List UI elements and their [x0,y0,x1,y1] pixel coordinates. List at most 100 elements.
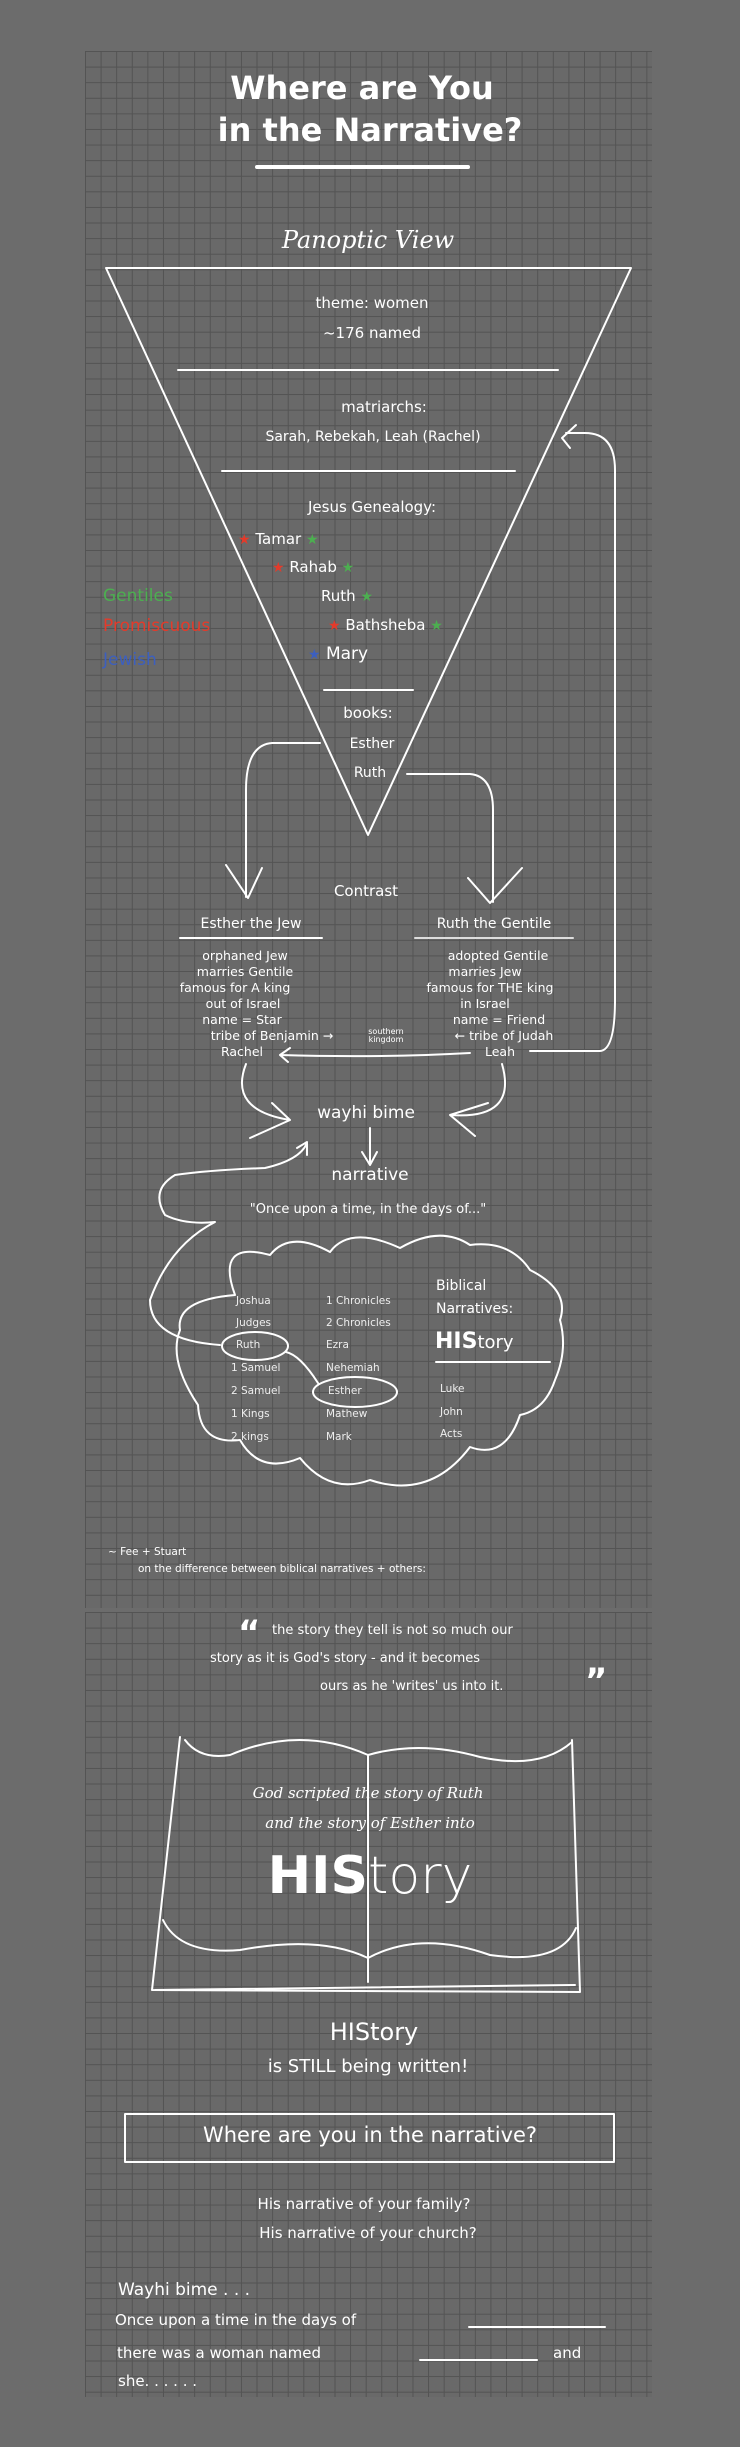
legend-gentiles: Gentiles [103,586,173,606]
ruth-line: marries Jew [448,964,522,979]
genealogy-item-tamar: ★ Tamar ★ [238,532,319,548]
theme-text: theme: women [315,294,429,312]
genealogy-name: Mary [325,644,369,664]
history-bold: HIS [267,1846,368,1906]
books-label: books: [343,704,393,722]
open-quote-mark: “ [238,1613,261,1653]
green-star-icon: ★ [430,618,443,634]
history-rest: tory [367,1846,473,1906]
cloud-book: Esther [328,1385,362,1397]
red-star-icon: ★ [238,532,251,548]
cloud-book: Mathew [326,1408,368,1420]
question-family: His narrative of your family? [257,2195,471,2213]
arrow-wayhi-to-narrative [361,1127,378,1166]
legend-promiscuous: Promiscuous [103,616,211,636]
wayhi-bime: wayhi bime [317,1103,415,1123]
green-star-icon: ★ [305,532,319,548]
narrative-label: narrative [331,1165,409,1185]
title-line-2: in the Narrative? [217,111,523,149]
ruth-circle [221,1331,289,1361]
ruth-title: Ruth the Gentile [436,916,552,932]
cloud-book: 2 Samuel [231,1385,281,1397]
esther-line: marries Gentile [196,964,294,979]
esther-line: tribe of Benjamin → [210,1028,334,1043]
matriarchs-list: Sarah, Rebekah, Leah (Rachel) [265,429,481,445]
cloud-heading: Biblical [436,1278,487,1294]
ruth-line: famous for THE king [426,980,554,995]
ruth-line: in Israel [460,996,510,1011]
matriarchs-label: matriarchs: [341,398,427,416]
book-text-line: God scripted the story of Ruth [252,1784,484,1802]
prompt-line: Once upon a time in the days of [115,2311,357,2329]
title-line-1: Where are You [230,69,494,107]
still-history: HIStory [329,2018,419,2046]
question-box-border [124,2113,615,2163]
ruth-line: ← tribe of Judah [454,1028,554,1043]
grid-paper-panel-top [85,51,652,1608]
cloud-book: Acts [440,1428,463,1440]
history-rest: tory [477,1332,514,1353]
esther-line: Rachel [220,1044,264,1059]
ruth-line: Leah [484,1044,516,1059]
still-written: is STILL being written! [267,2056,469,2077]
cloud-book: 1 Samuel [231,1362,281,1374]
esther-line: name = Star [202,1012,282,1027]
quote-line: ours as he 'writes' us into it. [320,1679,504,1694]
prompt-line: Wayhi bime . . . [118,2280,251,2300]
book-text-line: and the story of Esther into [265,1814,475,1832]
note-line: kingdom [368,1035,404,1045]
panoptic-heading: Panoptic View [281,226,455,254]
once-upon-quote: "Once upon a time, in the days of..." [249,1202,487,1217]
panoptic-funnel [105,267,632,836]
question-box: Where are you in the narrative? [202,2123,538,2147]
cloud-book: Judges [236,1317,272,1329]
contrast-heading: Contrast [333,882,399,900]
esther-line: out of Israel [205,996,281,1011]
esther-title: Esther the Jew [200,916,302,932]
genealogy-item-mary: ★ Mary [308,646,368,663]
esther-circle [312,1376,398,1408]
southern-kingdom-note: southern kingdom [368,1027,404,1045]
cloud-book: John [440,1406,463,1418]
quote-line: story as it is God's story - and it beco… [210,1651,481,1666]
arrow-leah-to-rachel [279,1047,471,1063]
genealogy-name: Rahab [289,558,337,576]
genealogy-item-rahab: ★ Rahab ★ [272,558,354,576]
arrow-leah-to-wayhi [449,1063,507,1137]
arrow-to-esther [225,742,321,899]
prompt-line: and [553,2344,582,2362]
prompt-line: she. . . . . . [118,2372,197,2390]
legend-jewish: Jewish [103,650,157,670]
book-esther: Esther [349,736,395,752]
named-count: ~176 named [322,324,422,342]
arrow-rachel-to-wayhi [241,1063,291,1139]
cloud-book: 1 Chronicles [326,1295,391,1307]
cloud-book: Nehemiah [326,1362,380,1374]
cloud-book: Mark [326,1431,352,1443]
prompt-line: there was a woman named [117,2344,322,2362]
note-line: southern [368,1027,404,1036]
genealogy-name: Bathsheba [345,616,426,634]
red-star-icon: ★ [328,618,341,634]
genealogy-name: Ruth [321,587,356,605]
blue-star-icon: ★ [308,647,321,663]
attribution-note: on the difference between biblical narra… [138,1563,426,1575]
attribution-author: ~ Fee + Stuart [108,1546,187,1558]
cloud-book: Luke [440,1383,465,1395]
esther-line: orphaned Jew [202,948,288,963]
ruth-esther-link [285,1351,319,1384]
green-star-icon: ★ [360,589,373,605]
cloud-book: Joshua [236,1295,271,1307]
genealogy-item-bathsheba: ★ Bathsheba ★ [328,616,443,634]
red-star-icon: ★ [272,560,285,576]
esther-line: famous for A king [179,980,291,995]
open-book [151,1736,581,1993]
question-church: His narrative of your church? [259,2224,477,2242]
genealogy-label: Jesus Genealogy: [307,498,437,516]
cloud-book: 1 Kings [231,1408,270,1420]
ruth-line: adopted Gentile [447,948,549,963]
cloud-book: Ruth [236,1339,261,1351]
arrow-leah-to-matriarchs [529,424,616,1052]
cloud-book: 2 Chronicles [326,1317,391,1329]
